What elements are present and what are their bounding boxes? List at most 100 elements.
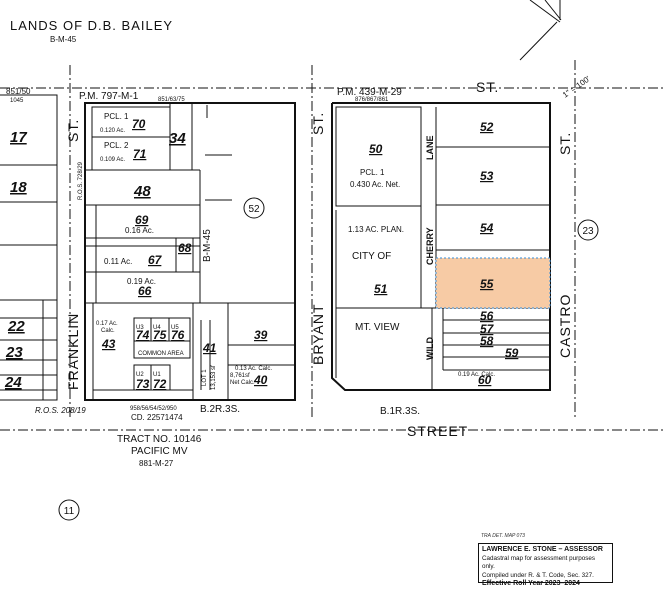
parcel-75[interactable]: 75	[153, 328, 167, 342]
parcel-53[interactable]: 53	[480, 169, 494, 183]
parcel-51[interactable]: 51	[374, 282, 388, 296]
parcel-69[interactable]: 69	[135, 213, 149, 227]
ref-pm-439: P.M. 439-M-29	[337, 87, 402, 98]
ref-ros-208: R.O.S. 208/19	[35, 406, 86, 415]
unit-u1: U1	[153, 372, 161, 378]
mtview-label: MT. VIEW	[355, 322, 400, 333]
circle-52-label: 52	[248, 204, 260, 215]
p43-calc: Calc.	[101, 328, 115, 334]
parcel-54[interactable]: 54	[480, 221, 494, 235]
parcel-34[interactable]: 34	[169, 130, 186, 147]
p60-ac: 0.19 Ac. Calc.	[458, 372, 495, 378]
p41-sf: 8,761sf	[230, 373, 250, 379]
plan-label: 1.13 AC. PLAN.	[348, 225, 404, 234]
parcel-73[interactable]: 73	[136, 377, 150, 391]
lands-ref: B-M-45	[50, 35, 77, 44]
parcel-67[interactable]: 67	[148, 253, 163, 267]
p41-calc: Net Calc.	[230, 380, 255, 386]
parcel-39[interactable]: 39	[254, 328, 268, 342]
cd-ref: 958/56/54/52/950	[130, 406, 177, 412]
parcel-24[interactable]: 24	[4, 374, 22, 391]
lot1-label: LOT 1	[202, 369, 208, 386]
p43-ac: 0.17 Ac.	[96, 321, 118, 327]
cd-number: CD. 22571474	[131, 413, 183, 422]
parcel-58[interactable]: 58	[480, 334, 494, 348]
street-castro: CASTRO	[557, 294, 573, 358]
parcel-48[interactable]: 48	[133, 183, 151, 200]
ref-876: 876/867/861	[355, 97, 389, 103]
street-st-left: ST.	[65, 119, 81, 142]
tract-number: TRACT NO. 10146	[117, 434, 202, 445]
street-bryant-st: ST.	[310, 112, 326, 135]
ref-851-63: 851/63/75	[158, 97, 185, 103]
parcel-50[interactable]: 50	[369, 142, 383, 156]
parcel-22[interactable]: 22	[7, 318, 25, 335]
p67-ac: 0.11 Ac.	[104, 257, 132, 266]
lane-label: LANE	[425, 136, 435, 161]
b-m-45-vertical: B-M-45	[202, 229, 213, 262]
street-st-top: ST.	[476, 79, 499, 95]
street-franklin: FRANKLIN	[65, 313, 81, 390]
tract-pacific: PACIFIC MV	[131, 446, 188, 457]
unit-u3: U3	[136, 325, 144, 331]
street-bryant: BRYANT	[310, 304, 326, 366]
parcel-56[interactable]: 56	[480, 309, 494, 323]
lot1-ac: 13,153 sf	[211, 365, 217, 390]
book-page-circle-52	[243, 197, 265, 219]
parcel-76[interactable]: 76	[171, 328, 185, 342]
parcel-23[interactable]: 23	[5, 344, 23, 361]
unit-u2: U2	[136, 372, 144, 378]
p50-pcl: PCL. 1	[360, 168, 385, 177]
parcel-55[interactable]: 55	[480, 277, 494, 291]
ref-851-50: 851/50	[6, 87, 31, 96]
common-area: COMMON AREA	[138, 351, 184, 357]
parcel-41[interactable]: 41	[202, 341, 217, 355]
pcl1-ac: 0.120 Ac.	[100, 128, 125, 134]
parcel-52[interactable]: 52	[480, 120, 494, 134]
p50-ac: 0.430 Ac. Net.	[350, 180, 400, 189]
parcel-40[interactable]: 40	[253, 373, 268, 387]
parcel-66[interactable]: 66	[138, 284, 152, 298]
parcel-59[interactable]: 59	[505, 346, 519, 360]
legend-line4: Effective Roll Year 2023–2024	[482, 580, 580, 588]
book-page-circle-11	[58, 499, 80, 521]
middle-block-outline	[84, 102, 296, 401]
pcl2-label: PCL. 2	[104, 141, 129, 150]
scale-label: 1" = 100'	[561, 74, 592, 100]
p66-ac: 0.19 Ac.	[127, 277, 156, 286]
right-block-outline	[331, 102, 551, 391]
unit-u4: U4	[153, 325, 161, 331]
unit-u5: U5	[171, 325, 179, 331]
parcel-74[interactable]: 74	[136, 328, 150, 342]
p69-ac: 0.16 Ac.	[125, 226, 154, 235]
parcel-43[interactable]: 43	[101, 337, 116, 351]
parcel-71[interactable]: 71	[133, 147, 147, 161]
street-bottom: STREET	[407, 423, 468, 439]
highlight-parcel-55[interactable]	[435, 257, 551, 309]
ref-pm-797: P.M. 797-M-1	[79, 91, 139, 102]
parcel-57[interactable]: 57	[480, 322, 495, 336]
pcl2-ac: 0.109 Ac.	[100, 157, 125, 163]
ref-b1r3s: B.1R.3S.	[380, 406, 420, 417]
book-page-circle-23	[577, 219, 599, 241]
legend-line1: LAWRENCE E. STONE – ASSESSOR	[482, 546, 603, 553]
left-block-outline	[0, 94, 58, 401]
parcel-60[interactable]: 60	[478, 373, 492, 387]
city-of-label: CITY OF	[352, 251, 391, 262]
legend-line2: Cadastral map for assessment purposes on…	[482, 554, 596, 571]
parcel-70[interactable]: 70	[132, 117, 146, 131]
parcel-18[interactable]: 18	[10, 179, 27, 196]
ref-1045: 1045	[10, 98, 24, 104]
legend-line3: Compiled under R. & T. Code, Sec. 327.	[482, 571, 594, 579]
parcel-17[interactable]: 17	[10, 129, 27, 146]
assessor-legend: LAWRENCE E. STONE – ASSESSOR Cadastral m…	[478, 543, 613, 587]
street-castro-st: ST.	[557, 132, 573, 155]
pcl1-label: PCL. 1	[104, 112, 129, 121]
parcel-72[interactable]: 72	[153, 377, 167, 391]
ref-b2r3s: B.2R.3S.	[200, 404, 240, 415]
parcel-68[interactable]: 68	[178, 241, 192, 255]
circle-11-label: 11	[64, 506, 75, 517]
wild-label: WILD	[425, 337, 435, 360]
